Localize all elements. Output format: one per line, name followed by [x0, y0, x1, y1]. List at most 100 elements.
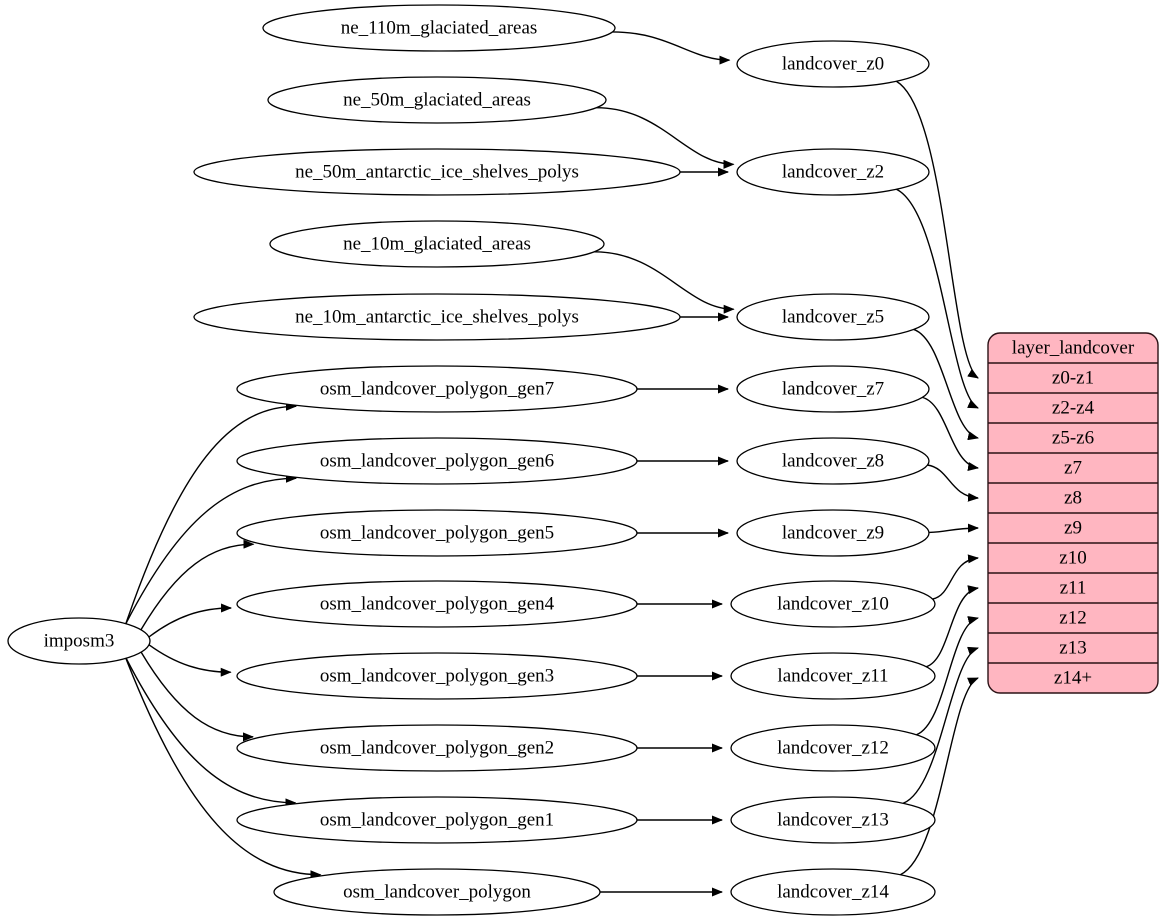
node-ellipse [736, 365, 930, 413]
edge-ne_110m_glaciated_areas-to-landcover_z0 [612, 31, 731, 65]
node-ellipse [236, 580, 638, 628]
node-ellipse [236, 509, 638, 557]
node-label: ne_10m_antarctic_ice_shelves_polys [295, 306, 579, 327]
graph-node-landcover_z14[interactable]: landcover_z14 [730, 868, 936, 916]
edges-layer [125, 31, 979, 897]
node-ellipse [730, 796, 936, 844]
node-label: landcover_z9 [782, 522, 884, 543]
node-label: osm_landcover_polygon_gen7 [320, 378, 554, 399]
graph-node-landcover_z13[interactable]: landcover_z13 [730, 796, 936, 844]
node-ellipse [730, 868, 936, 916]
graph-node-osm_landcover_polygon_gen4[interactable]: osm_landcover_polygon_gen4 [236, 580, 638, 628]
table-row-label[interactable]: z7 [1064, 457, 1082, 478]
edge-imposm3-to-osm_landcover_polygon_gen7 [125, 401, 298, 624]
node-ellipse [730, 580, 936, 628]
graph-node-ne_50m_antarctic_ice_shelves_polys[interactable]: ne_50m_antarctic_ice_shelves_polys [193, 148, 681, 196]
edge-imposm3-to-osm_landcover_polygon_gen4 [148, 603, 233, 638]
node-ellipse [736, 293, 930, 341]
graph-node-ne_10m_antarctic_ice_shelves_polys[interactable]: ne_10m_antarctic_ice_shelves_polys [193, 293, 681, 341]
edge-landcover_z8-to-z8 [927, 464, 979, 502]
edge-imposm3-to-osm_landcover_polygon [125, 658, 322, 880]
node-ellipse [273, 868, 601, 916]
nodes-layer: ne_110m_glaciated_areas ne_50m_glaciated_… [7, 4, 936, 916]
table-row-label[interactable]: z11 [1060, 577, 1087, 598]
graph-node-landcover_z7[interactable]: landcover_z7 [736, 365, 930, 413]
table-row-label[interactable]: z12 [1059, 607, 1086, 628]
graph-node-osm_landcover_polygon_gen3[interactable]: osm_landcover_polygon_gen3 [236, 652, 638, 700]
node-label: osm_landcover_polygon_gen2 [320, 737, 554, 758]
graph-node-landcover_z11[interactable]: landcover_z11 [730, 652, 936, 700]
graph-node-ne_110m_glaciated_areas[interactable]: ne_110m_glaciated_areas [262, 4, 616, 52]
graph-node-osm_landcover_polygon_gen2[interactable]: osm_landcover_polygon_gen2 [236, 724, 638, 772]
edge-imposm3-to-osm_landcover_polygon_gen2 [140, 651, 254, 742]
graph-node-landcover_z5[interactable]: landcover_z5 [736, 293, 930, 341]
graph-node-landcover_z0[interactable]: landcover_z0 [736, 40, 930, 88]
node-label: ne_50m_glaciated_areas [343, 89, 531, 110]
graph-node-landcover_z12[interactable]: landcover_z12 [730, 724, 936, 772]
graph-node-osm_landcover_polygon_gen5[interactable]: osm_landcover_polygon_gen5 [236, 509, 638, 557]
node-label: landcover_z2 [782, 161, 884, 182]
edge-ne_50m_glaciated_areas-to-landcover_z2 [596, 106, 735, 169]
node-label: imposm3 [44, 630, 115, 651]
edge-landcover_z14-to-z14+ [900, 677, 979, 876]
node-label: landcover_z8 [782, 450, 884, 471]
node-label: ne_50m_antarctic_ice_shelves_polys [295, 161, 579, 182]
node-ellipse [236, 796, 638, 844]
node-ellipse [736, 509, 930, 557]
node-ellipse [730, 724, 936, 772]
graph-node-ne_10m_glaciated_areas[interactable]: ne_10m_glaciated_areas [269, 220, 605, 268]
edge-landcover_z0-to-z0-z1 [896, 80, 979, 379]
graph-node-ne_50m_glaciated_areas[interactable]: ne_50m_glaciated_areas [267, 76, 607, 124]
node-ellipse [267, 76, 607, 124]
table-row-label[interactable]: z2-z4 [1052, 397, 1095, 418]
edge-landcover_z7-to-z7 [922, 396, 979, 471]
edge-landcover_z10-to-z10 [932, 554, 979, 600]
node-ellipse [236, 724, 638, 772]
node-label: landcover_z0 [782, 53, 884, 74]
graph-node-osm_landcover_polygon_gen6[interactable]: osm_landcover_polygon_gen6 [236, 437, 638, 485]
table-row-label[interactable]: z8 [1064, 487, 1082, 508]
graph-node-osm_landcover_polygon[interactable]: osm_landcover_polygon [273, 868, 601, 916]
node-ellipse [736, 40, 930, 88]
node-label: osm_landcover_polygon_gen1 [320, 809, 554, 830]
edge-imposm3-to-osm_landcover_polygon_gen3 [148, 644, 232, 677]
table-row-label[interactable]: z9 [1064, 517, 1082, 538]
edge-landcover_z2-to-z2-z4 [896, 188, 979, 409]
table-row-label[interactable]: z14+ [1054, 667, 1092, 688]
edge-landcover_z5-to-z5-z6 [913, 328, 979, 441]
table-row-label[interactable]: z5-z6 [1052, 427, 1094, 448]
node-label: osm_landcover_polygon_gen6 [320, 450, 554, 471]
graph-node-osm_landcover_polygon_gen1[interactable]: osm_landcover_polygon_gen1 [236, 796, 638, 844]
table-layer-landcover: layer_landcoverz0-z1z2-z4z5-z6z7z8z9z10z… [987, 332, 1159, 694]
node-ellipse [262, 4, 616, 52]
edge-landcover_z13-to-z13 [902, 646, 979, 804]
node-ellipse [193, 148, 681, 196]
node-label: osm_landcover_polygon_gen4 [320, 593, 555, 614]
edge-ne_10m_glaciated_areas-to-landcover_z5 [594, 251, 735, 314]
graph-node-landcover_z8[interactable]: landcover_z8 [736, 437, 930, 485]
node-ellipse [269, 220, 605, 268]
node-label: landcover_z13 [777, 809, 889, 830]
node-ellipse [236, 437, 638, 485]
graph-node-imposm3[interactable]: imposm3 [7, 617, 151, 665]
table-row-label[interactable]: z10 [1059, 547, 1086, 568]
edge-imposm3-to-osm_landcover_polygon_gen1 [125, 657, 297, 808]
node-label: landcover_z14 [777, 881, 889, 902]
graph-node-landcover_z9[interactable]: landcover_z9 [736, 509, 930, 557]
node-label: landcover_z7 [782, 378, 884, 399]
edge-landcover_z12-to-z12 [916, 616, 979, 736]
node-ellipse [736, 437, 930, 485]
table-row-label[interactable]: z13 [1059, 637, 1086, 658]
edge-landcover_z11-to-z11 [926, 585, 979, 668]
node-label: osm_landcover_polygon_gen3 [320, 665, 554, 686]
graph-node-landcover_z10[interactable]: landcover_z10 [730, 580, 936, 628]
node-ellipse [7, 617, 151, 665]
node-label: landcover_z5 [782, 306, 884, 327]
graph-node-osm_landcover_polygon_gen7[interactable]: osm_landcover_polygon_gen7 [236, 365, 638, 413]
table-row-label[interactable]: z0-z1 [1052, 367, 1094, 388]
edge-landcover_z9-to-z9 [928, 523, 979, 534]
graph-node-landcover_z2[interactable]: landcover_z2 [736, 148, 930, 196]
node-label: landcover_z12 [777, 737, 889, 758]
